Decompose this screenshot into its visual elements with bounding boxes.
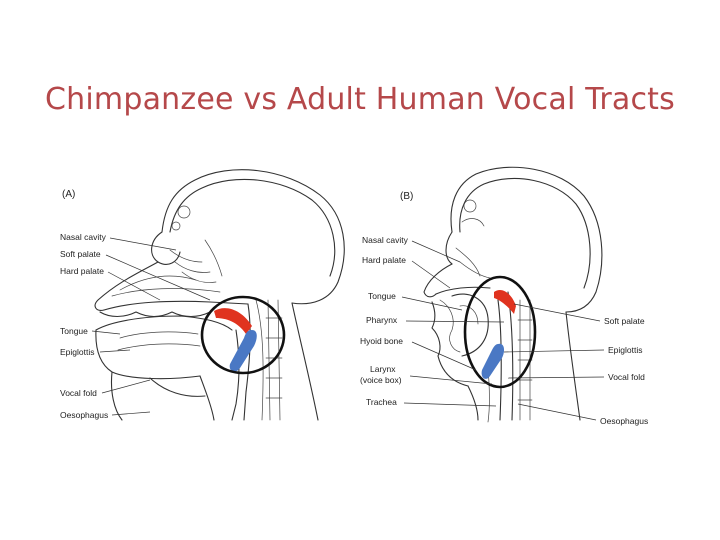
label-b-vocal-fold: Vocal fold xyxy=(608,372,645,382)
leader-b-pharynx xyxy=(405,320,505,323)
leader-a-nasal-cavity xyxy=(109,237,177,251)
label-a-soft-palate: Soft palate xyxy=(60,249,101,259)
leader-b-hard-palate xyxy=(411,260,451,289)
label-b-larynx: Larynx xyxy=(370,364,396,374)
leader-b-oesophagus xyxy=(517,403,597,421)
leader-a-tongue xyxy=(91,330,121,335)
label-a-tongue: Tongue xyxy=(60,326,88,336)
epiglottis-highlight-a xyxy=(229,330,257,372)
soft-palate-highlight-a xyxy=(214,308,252,334)
label-b-hard-palate: Hard palate xyxy=(362,255,406,265)
leader-b-vocal-fold xyxy=(507,376,605,379)
leader-a-hard-palate xyxy=(107,271,161,301)
panel-a-tag: (A) xyxy=(62,189,75,200)
label-b-hyoid-bone: Hyoid bone xyxy=(360,336,403,346)
label-b-pharynx: Pharynx xyxy=(366,315,398,325)
leader-b-epiglottis xyxy=(503,349,605,353)
highlight-circle-a xyxy=(200,295,286,375)
leader-a-epiglottis xyxy=(99,349,131,353)
label-a-nasal-cavity: Nasal cavity xyxy=(60,232,107,242)
leader-b-nasal-cavity xyxy=(411,240,461,263)
leader-b-trachea xyxy=(403,402,497,407)
leader-b-tongue xyxy=(401,296,463,311)
chimpanzee-skull-drawing xyxy=(94,169,345,421)
label-a-oesophagus: Oesophagus xyxy=(60,410,108,420)
label-b-oesophagus: Oesophagus xyxy=(600,416,648,426)
leader-b-hyoid-bone xyxy=(411,341,477,371)
highlight-circle-b xyxy=(463,275,537,389)
leader-a-vocal-fold xyxy=(101,379,151,394)
label-b-trachea: Trachea xyxy=(366,397,397,407)
label-a-epiglottis: Epiglottis xyxy=(60,347,95,357)
slide-title: Chimpanzee vs Adult Human Vocal Tracts xyxy=(45,82,675,117)
label-a-hard-palate: Hard palate xyxy=(60,266,104,276)
leader-a-oesophagus xyxy=(111,411,151,416)
label-b-nasal-cavity: Nasal cavity xyxy=(362,235,409,245)
leader-a-soft-palate xyxy=(105,254,211,301)
label-a-vocal-fold: Vocal fold xyxy=(60,388,97,398)
label-b-voice-box: (voice box) xyxy=(360,375,402,385)
label-b-tongue: Tongue xyxy=(368,291,396,301)
label-b-epiglottis: Epiglottis xyxy=(608,345,643,355)
soft-palate-highlight-b xyxy=(494,289,516,314)
label-b-soft-palate: Soft palate xyxy=(604,316,645,326)
leader-b-larynx xyxy=(409,375,493,385)
epiglottis-highlight-b xyxy=(481,343,505,379)
leader-b-soft-palate xyxy=(513,303,601,322)
panel-b-tag: (B) xyxy=(400,191,413,202)
